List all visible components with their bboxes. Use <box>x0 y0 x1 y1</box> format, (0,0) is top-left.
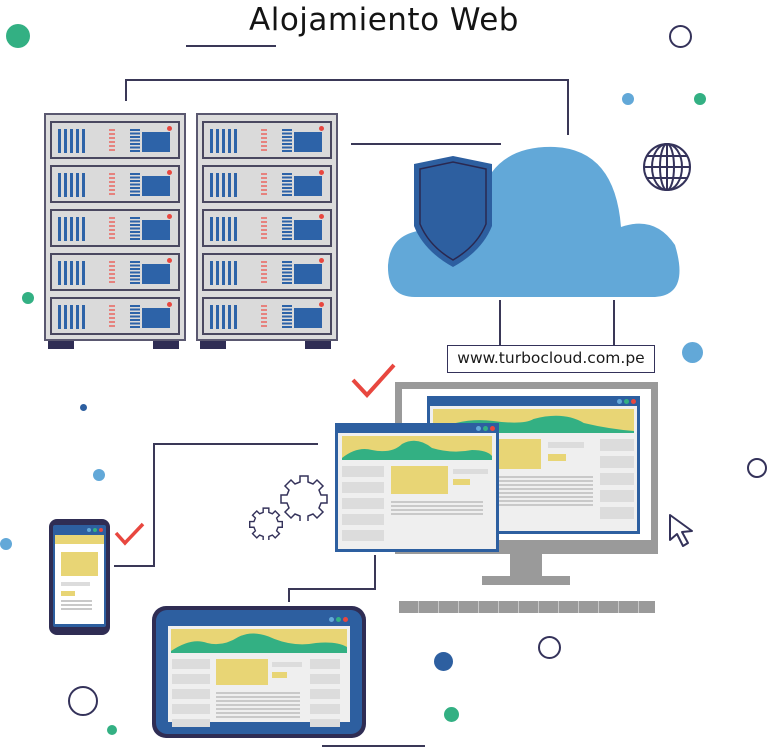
connector-line <box>288 588 290 602</box>
decor-dot-blue <box>93 469 105 481</box>
title-underline <box>186 45 276 47</box>
checkmark-icon <box>114 522 145 546</box>
decor-dot-green <box>22 292 34 304</box>
decor-ring <box>669 25 692 48</box>
rack-foot <box>153 341 179 349</box>
domain-url-label: www.turbocloud.com.pe <box>447 345 655 373</box>
checkmark-icon <box>351 363 396 398</box>
decor-dot-green <box>444 707 459 722</box>
connector-line <box>374 555 376 590</box>
connector-line <box>125 79 569 81</box>
decor-dot-navy <box>80 404 87 411</box>
decor-dot-navy <box>434 652 453 671</box>
gear-icon <box>249 507 283 540</box>
page-title: Alojamiento Web <box>249 2 519 38</box>
decor-dot-green <box>107 725 117 735</box>
decor-ring <box>538 636 561 659</box>
connector-line <box>114 565 155 567</box>
connector-line <box>153 443 318 445</box>
monitor-base <box>482 576 570 585</box>
connector-line <box>613 300 615 345</box>
decor-dot-blue <box>682 342 703 363</box>
tablet-icon <box>152 606 366 738</box>
globe-icon <box>643 143 691 191</box>
shield-icon <box>414 156 492 267</box>
monitor-stand <box>510 554 542 576</box>
decor-dot-blue <box>622 93 634 105</box>
rack-foot <box>305 341 331 349</box>
decor-ring <box>747 458 767 478</box>
server-rack-icon <box>196 113 338 341</box>
server-rack-icon <box>44 113 186 341</box>
connector-line <box>499 300 501 345</box>
connector-line <box>153 443 155 566</box>
decor-dot-green <box>6 24 30 48</box>
decor-dot-blue <box>0 538 12 550</box>
rack-foot <box>48 341 74 349</box>
rack-foot <box>200 341 226 349</box>
cursor-arrow-icon <box>669 514 693 547</box>
connector-line <box>288 588 376 590</box>
browser-window-icon <box>335 423 499 552</box>
decor-dot-green <box>694 93 706 105</box>
connector-line <box>125 79 127 101</box>
gear-icon <box>280 475 328 521</box>
connector-line <box>322 745 425 747</box>
decor-ring <box>68 686 98 716</box>
keyboard <box>399 601 655 613</box>
connector-line <box>567 79 569 135</box>
connector-line <box>351 143 501 145</box>
smartphone-icon <box>49 519 110 635</box>
